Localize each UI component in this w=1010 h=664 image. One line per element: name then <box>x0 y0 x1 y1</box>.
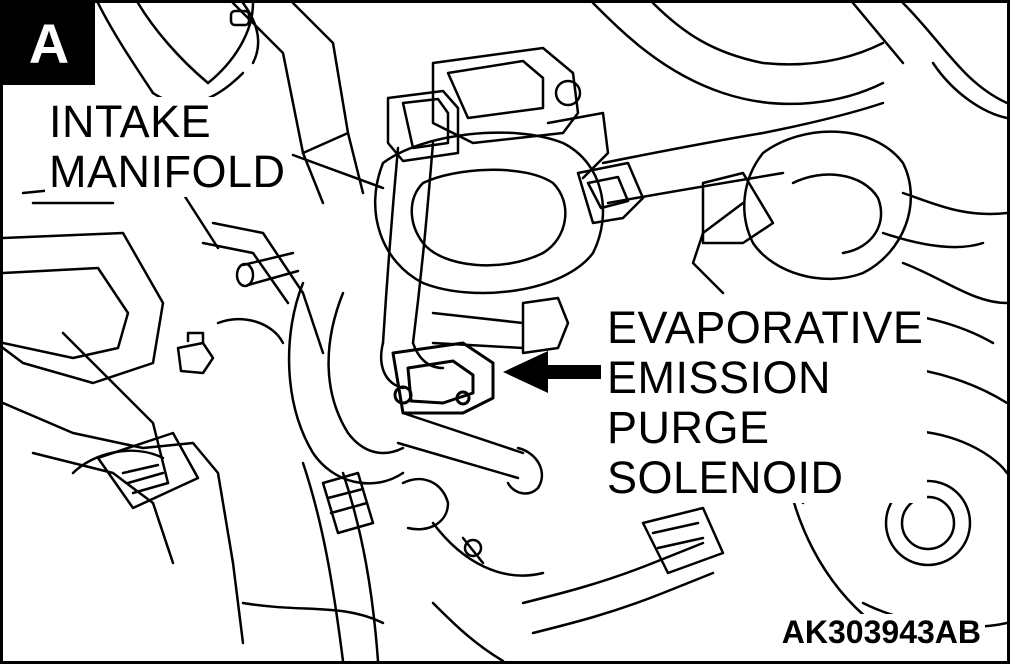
purge-solenoid-label-line2: EMISSION <box>607 352 832 403</box>
center-brace <box>201 3 365 355</box>
intake-manifold-label-line2: MANIFOLD <box>49 146 286 197</box>
upper-left-hoses <box>96 3 260 105</box>
purge-hoses <box>287 141 570 495</box>
leader-lines <box>291 153 385 190</box>
view-letter-badge: A <box>3 3 95 85</box>
intake-manifold-label-line1: INTAKE <box>49 96 212 147</box>
solenoid-arrow <box>503 351 601 393</box>
lower-harness <box>241 461 725 661</box>
left-bolt <box>176 251 300 375</box>
intake-manifold-label: INTAKE MANIFOLD <box>45 97 290 197</box>
right-connector <box>691 130 1007 305</box>
throttle-body <box>374 46 610 295</box>
upper-right-hose <box>576 3 1007 225</box>
purge-solenoid-label-line3: PURGE <box>607 402 770 453</box>
purge-solenoid-label-line4: SOLENOID <box>607 452 844 503</box>
purge-solenoid-label-line1: EVAPORATIVE <box>607 302 924 353</box>
solenoid-body <box>391 341 495 415</box>
figure-id-code: AK303943AB <box>777 614 985 651</box>
left-bracket <box>3 176 245 645</box>
purge-solenoid-label: EVAPORATIVE EMISSION PURGE SOLENOID <box>603 302 928 503</box>
